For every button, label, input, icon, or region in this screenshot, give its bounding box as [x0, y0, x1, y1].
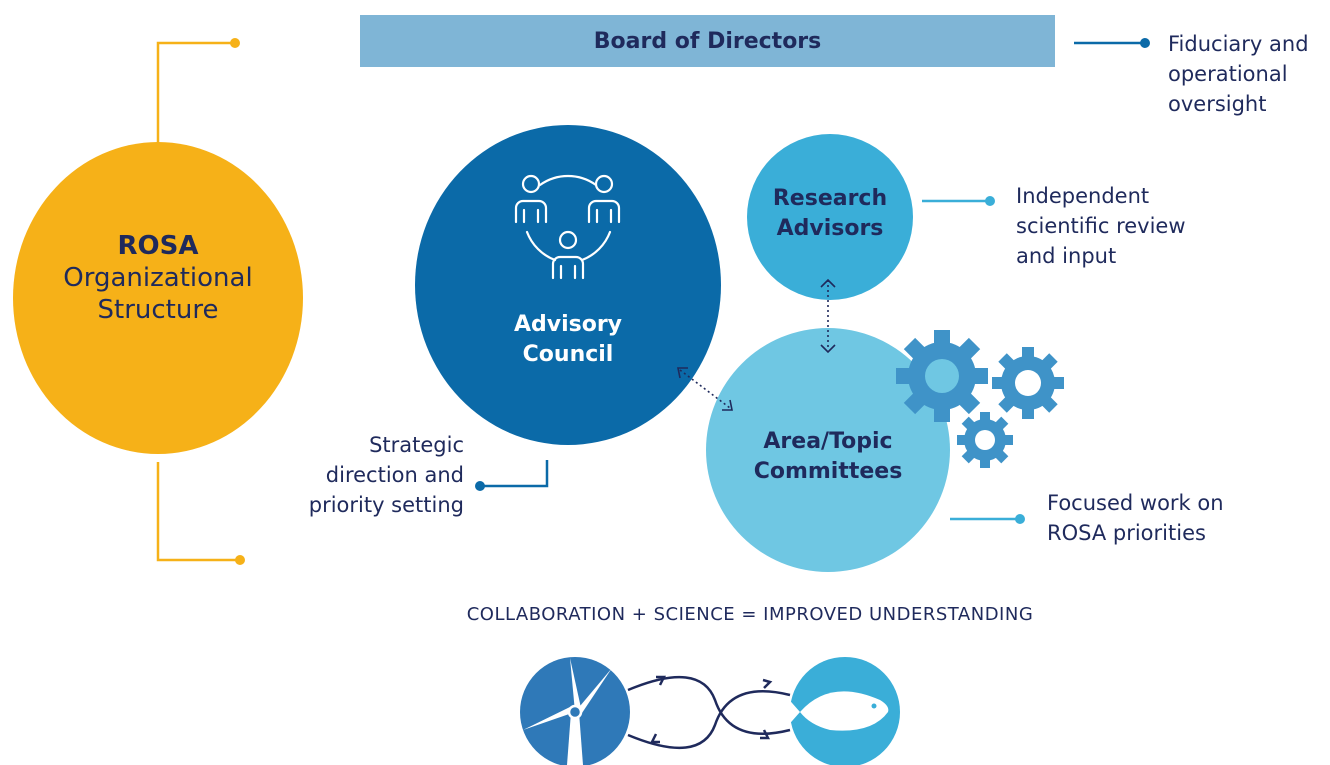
research-committees-arrow [820, 278, 836, 354]
bracket-dot-bottom [235, 555, 245, 565]
committees-connector [950, 514, 1025, 524]
bracket-dot-top [230, 38, 240, 48]
advisory-council-circle [415, 125, 721, 445]
tagline: COLLABORATION + SCIENCE = IMPROVED UNDER… [466, 604, 1034, 625]
gears-icon [896, 330, 1064, 468]
fish-icon [785, 657, 900, 765]
advisory-description-line: direction and [325, 463, 464, 487]
advisory-description-line: priority setting [308, 493, 464, 517]
rosa-circle [13, 142, 303, 454]
research-advisors-line: Advisors [776, 216, 884, 241]
research-connector [922, 196, 995, 206]
infinity-arrows-icon [627, 675, 791, 750]
committees-description-line: Focused work on [1047, 491, 1224, 515]
rosa-bracket [156, 41, 240, 562]
advisory-council-description: Strategic direction and priority setting [270, 430, 464, 520]
board-description-line: operational [1168, 62, 1288, 86]
committees-description-line: ROSA priorities [1047, 521, 1206, 545]
board-connector-dot [1140, 38, 1150, 48]
committees-line: Area/Topic [763, 429, 893, 454]
rosa-title: ROSA Organizational Structure [20, 230, 296, 326]
committees-label: Area/Topic Committees [718, 427, 938, 487]
board-description-line: Fiduciary and [1168, 32, 1309, 56]
research-advisors-line: Research [772, 186, 888, 211]
research-description-line: Independent [1016, 184, 1150, 208]
committees-line: Committees [753, 459, 903, 484]
rosa-title-line: ROSA [117, 231, 199, 261]
research-description-line: and input [1016, 244, 1117, 268]
committees-circle [706, 328, 950, 572]
committees-description: Focused work on ROSA priorities [1047, 488, 1224, 548]
advisory-description-line: Strategic [369, 433, 464, 457]
board-description: Fiduciary and operational oversight [1168, 29, 1309, 119]
advisory-connector [475, 460, 549, 491]
advisory-council-label: Advisory Council [468, 310, 668, 370]
rosa-title-line: Structure [97, 295, 219, 325]
wind-turbine-icon [520, 657, 630, 765]
board-description-line: oversight [1168, 92, 1267, 116]
board-of-directors-bar: Board of Directors [360, 15, 1055, 67]
research-advisors-label: Research Advisors [750, 184, 910, 244]
research-advisors-circle [747, 134, 913, 300]
advisory-committees-arrow [677, 367, 733, 411]
research-description-line: scientific review [1016, 214, 1186, 238]
research-advisors-description: Independent scientific review and input [1016, 181, 1186, 271]
advisory-council-line: Advisory [513, 312, 623, 337]
advisory-council-line: Council [522, 342, 614, 367]
people-circle-icon [514, 174, 621, 280]
rosa-title-line: Organizational [63, 263, 253, 293]
